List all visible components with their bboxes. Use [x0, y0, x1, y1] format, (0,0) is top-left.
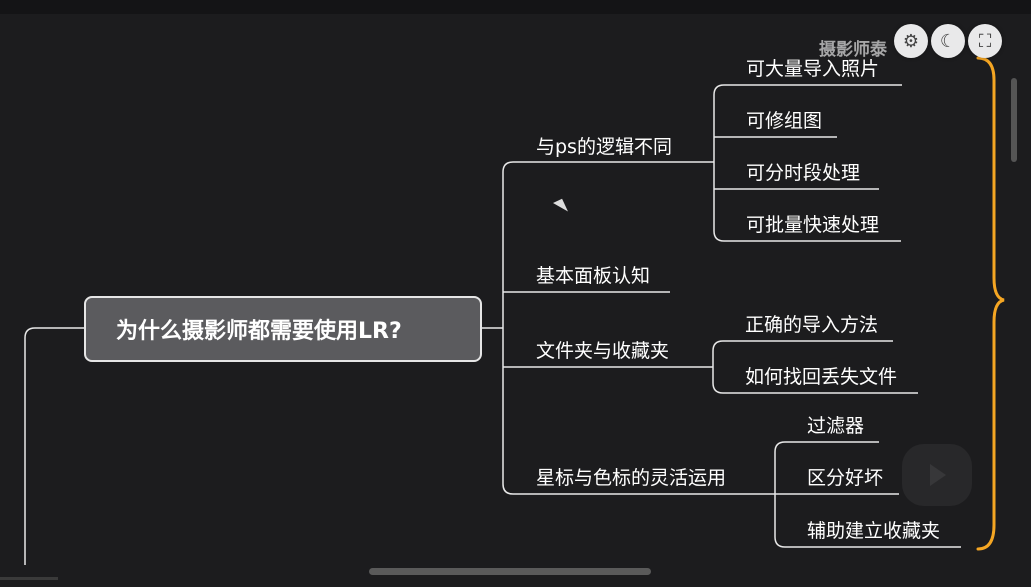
- branch-topic[interactable]: 基本面板认知: [536, 265, 651, 287]
- fit-view-icon[interactable]: ⛶: [968, 24, 1002, 58]
- root-parent-connector: [24, 327, 84, 565]
- subtopic[interactable]: 过滤器: [807, 415, 865, 437]
- group3-bracket: [712, 340, 724, 394]
- subtopic[interactable]: 如何找回丢失文件: [745, 366, 898, 388]
- window-top-bar: [0, 0, 1031, 14]
- subtopic[interactable]: 辅助建立收藏夹: [807, 520, 941, 542]
- moon-icon[interactable]: ☾: [931, 24, 965, 58]
- branch-topic[interactable]: 星标与色标的灵活运用: [536, 467, 727, 489]
- subtopic[interactable]: 区分好坏: [807, 467, 884, 489]
- orange-brace: [976, 56, 1005, 551]
- bottom-divider: [0, 577, 58, 580]
- root-topic-label: 为什么摄影师都需要使用LR?: [116, 319, 402, 344]
- branch-topic[interactable]: 与ps的逻辑不同: [536, 136, 672, 158]
- horizontal-scrollbar[interactable]: [369, 568, 651, 575]
- subtopic[interactable]: 可批量快速处理: [746, 214, 880, 236]
- group1-bracket: [713, 84, 725, 242]
- vertical-scrollbar[interactable]: [1011, 78, 1017, 162]
- play-overlay-icon: [902, 444, 972, 506]
- watermark-text: 摄影师泰: [819, 40, 887, 60]
- subtopic[interactable]: 可修组图: [746, 110, 823, 132]
- subtopic[interactable]: 可分时段处理: [746, 162, 861, 184]
- main-trunk: [502, 161, 514, 495]
- subtopic[interactable]: 正确的导入方法: [745, 314, 879, 336]
- branch-topic[interactable]: 文件夹与收藏夹: [536, 340, 670, 362]
- settings-icon[interactable]: ⚙: [894, 24, 928, 58]
- subtopic[interactable]: 可大量导入照片: [746, 58, 880, 80]
- root-topic[interactable]: 为什么摄影师都需要使用LR?: [84, 296, 482, 362]
